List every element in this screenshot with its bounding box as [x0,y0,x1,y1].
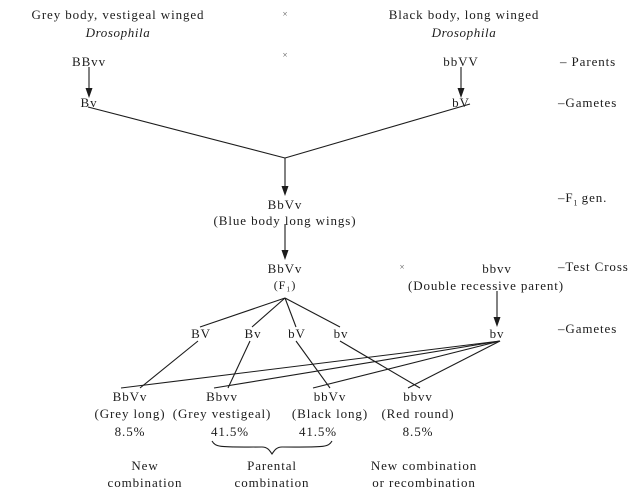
f1-gamete-4: bv [333,326,349,341]
parent-left-species: Drosophila [85,25,151,40]
fan-line-bv-3 [284,297,297,328]
offspring-genotype-2: Bbvv [206,389,238,404]
union-line-left [87,106,286,159]
label-f1-suffix: gen. [577,190,608,205]
union-line-right [284,103,471,159]
offspring-phenotype-1: (Grey long) [94,406,166,421]
f1-phenotype: (Blue body long wings) [213,213,357,228]
tester-fan-line-3 [312,340,501,389]
parent-left-gamete: Bv [80,95,98,110]
f1-genotype: BbVv [267,197,303,212]
f1-gamete-1: BV [191,326,211,341]
tester-note: (Double recessive parent) [407,278,565,293]
offspring-genotype-4: bbvv [403,389,433,404]
group-label-2-line2: combination [234,475,310,490]
parent-left-description: Grey body, vestigeal winged [31,7,205,22]
fan-line-bv-2 [251,297,286,328]
f1-gamete-3: bV [288,326,306,341]
cross-symbol-testcross: × [399,262,405,272]
cross-line-bv2-offspring2 [227,340,251,389]
cross-symbol-genotypes: × [282,50,288,60]
offspring-phenotype-3: (Black long) [291,406,369,421]
group-label-1-line2: combination [107,475,183,490]
testcross-f1-label: (F₁) [273,278,297,292]
cross-symbol-top: × [282,9,288,19]
parent-right-species: Drosophila [431,25,497,40]
parent-right-genotype: bbVV [443,54,479,69]
testcross-f1-genotype: BbVv [267,261,303,276]
f1-gamete-2: Bv [244,326,262,341]
cross-line-bv3-offspring3 [295,340,331,389]
parent-left-genotype: BBvv [72,54,106,69]
offspring-percent-3: 41.5% [298,424,338,439]
tester-gamete: bv [489,326,505,341]
label-test-cross: –Test Cross [558,259,629,274]
fan-line-bv-4 [284,297,341,328]
tester-fan-line-2 [213,340,501,389]
cross-line-bv4-offspring4 [339,340,421,389]
label-f1-prefix: –F [558,190,574,205]
arrow-head-testcross [281,250,289,260]
label-parents: – Parents [560,54,617,69]
offspring-percent-4: 8.5% [402,424,434,439]
group-label-3-line2: or recombination [372,475,476,490]
offspring-percent-2: 41.5% [210,424,250,439]
label-f1-subscript: 1 [573,198,578,208]
offspring-phenotype-4: (Red round) [381,406,455,421]
fan-line-bv-1 [199,297,286,328]
offspring-genotype-3: bbVv [313,389,347,404]
parental-brace [211,440,333,455]
offspring-phenotype-2: (Grey vestigeal) [172,406,272,421]
label-gametes-1: –Gametes [558,95,618,110]
group-label-3-line1: New combination [370,458,478,473]
label-f1-generation: –F1 gen. [558,191,607,208]
tester-fan-line-1 [120,340,501,389]
offspring-genotype-1: BbVv [112,389,148,404]
parent-right-description: Black body, long winged [388,7,540,22]
group-label-2-line1: Parental [247,458,297,473]
tester-genotype: bbvv [482,261,512,276]
label-gametes-2: –Gametes [558,321,618,336]
offspring-percent-1: 8.5% [114,424,146,439]
group-label-1-line1: New [131,458,159,473]
arrow-head-f1 [281,186,289,196]
tester-fan-line-4 [407,340,501,389]
cross-line-bv-offspring1 [139,340,199,389]
parent-right-gamete: bV [452,95,470,110]
